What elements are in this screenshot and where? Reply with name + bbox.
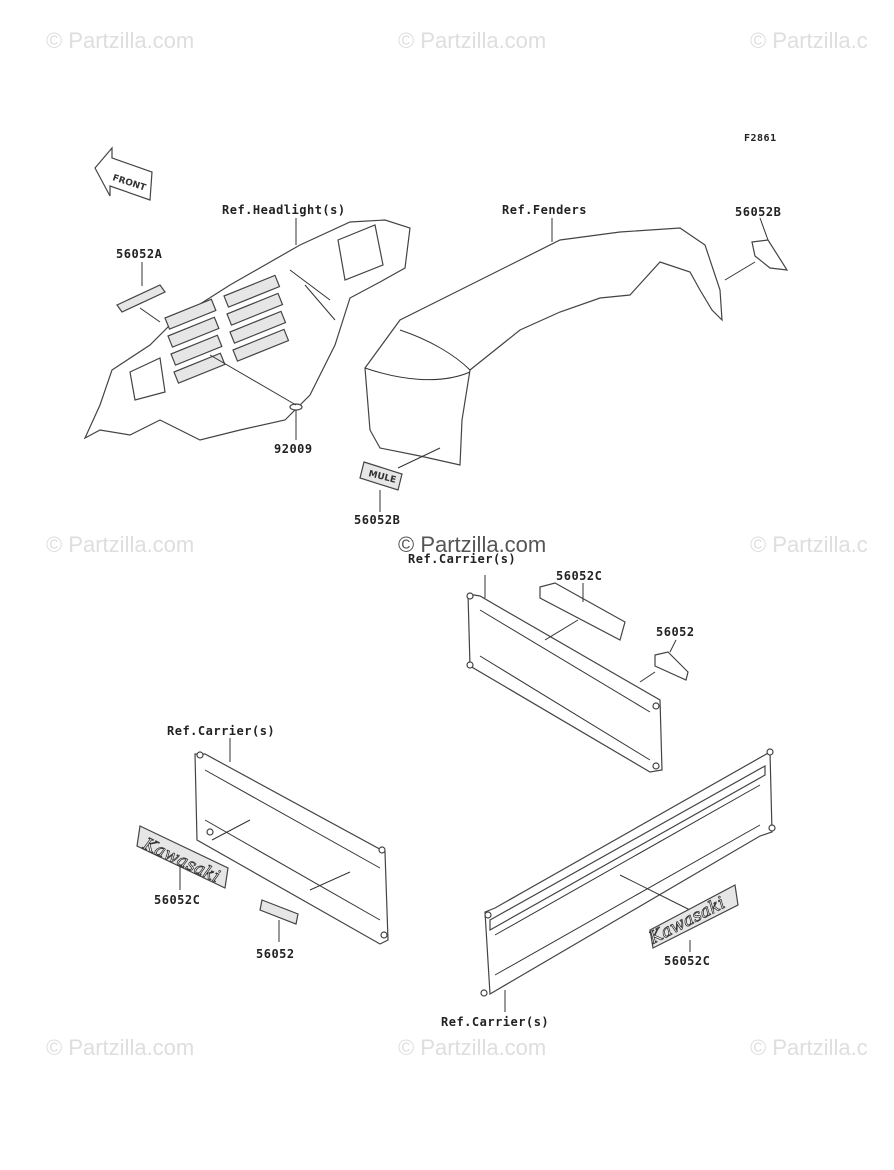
decal-mule-part: MULE — [359, 447, 441, 512]
label-ref-carrier-top: Ref.Carrier(s) — [408, 552, 516, 566]
decal-56052c-top — [539, 582, 626, 641]
front-arrow-icon: FRONT — [94, 146, 153, 201]
label-56052c-top: 56052C — [556, 569, 602, 583]
watermark-mid-left: © Partzilla.com — [46, 532, 194, 557]
decal-56052-bottom — [259, 899, 299, 942]
carrier-panel-upper — [466, 575, 663, 773]
label-56052-right: 56052 — [656, 625, 695, 639]
label-56052c-left: 56052C — [154, 893, 200, 907]
decal-56052a-part — [116, 262, 166, 323]
figure-code: F2861 — [744, 133, 777, 144]
label-56052b-mid: 56052B — [354, 513, 400, 527]
carrier-panel-left — [194, 738, 389, 945]
label-ref-carrier-bottom: Ref.Carrier(s) — [441, 1015, 549, 1029]
headlight-cover-part — [83, 219, 411, 441]
label-56052-bottom: 56052 — [256, 947, 295, 961]
watermark-bot-center: © Partzilla.com — [398, 1035, 546, 1060]
fender-part — [364, 227, 723, 466]
bolt-92009-part — [209, 354, 303, 440]
label-56052a: 56052A — [116, 247, 163, 261]
label-ref-carrier-left: Ref.Carrier(s) — [167, 724, 275, 738]
watermark-top-right: © Partzilla.c — [750, 28, 868, 53]
carrier-tailgate — [480, 748, 776, 1012]
label-56052c-right: 56052C — [664, 954, 710, 968]
label-ref-fenders: Ref.Fenders — [502, 203, 587, 217]
kawasaki-right-text: Kawasaki — [645, 893, 728, 949]
watermark-mid-center: © Partzilla.com — [398, 532, 546, 557]
watermark-mid-right: © Partzilla.c — [750, 532, 868, 557]
watermark-top-center: © Partzilla.com — [398, 28, 546, 53]
decal-56052b-top — [751, 239, 789, 271]
label-56052b-top: 56052B — [735, 205, 781, 219]
label-ref-headlights: Ref.Headlight(s) — [222, 203, 346, 217]
label-92009: 92009 — [274, 442, 313, 456]
watermark-bot-left: © Partzilla.com — [46, 1035, 194, 1060]
watermark-top-left: © Partzilla.com — [46, 28, 194, 53]
decal-56052-right — [639, 639, 689, 683]
watermark-bot-right: © Partzilla.c — [750, 1035, 868, 1060]
